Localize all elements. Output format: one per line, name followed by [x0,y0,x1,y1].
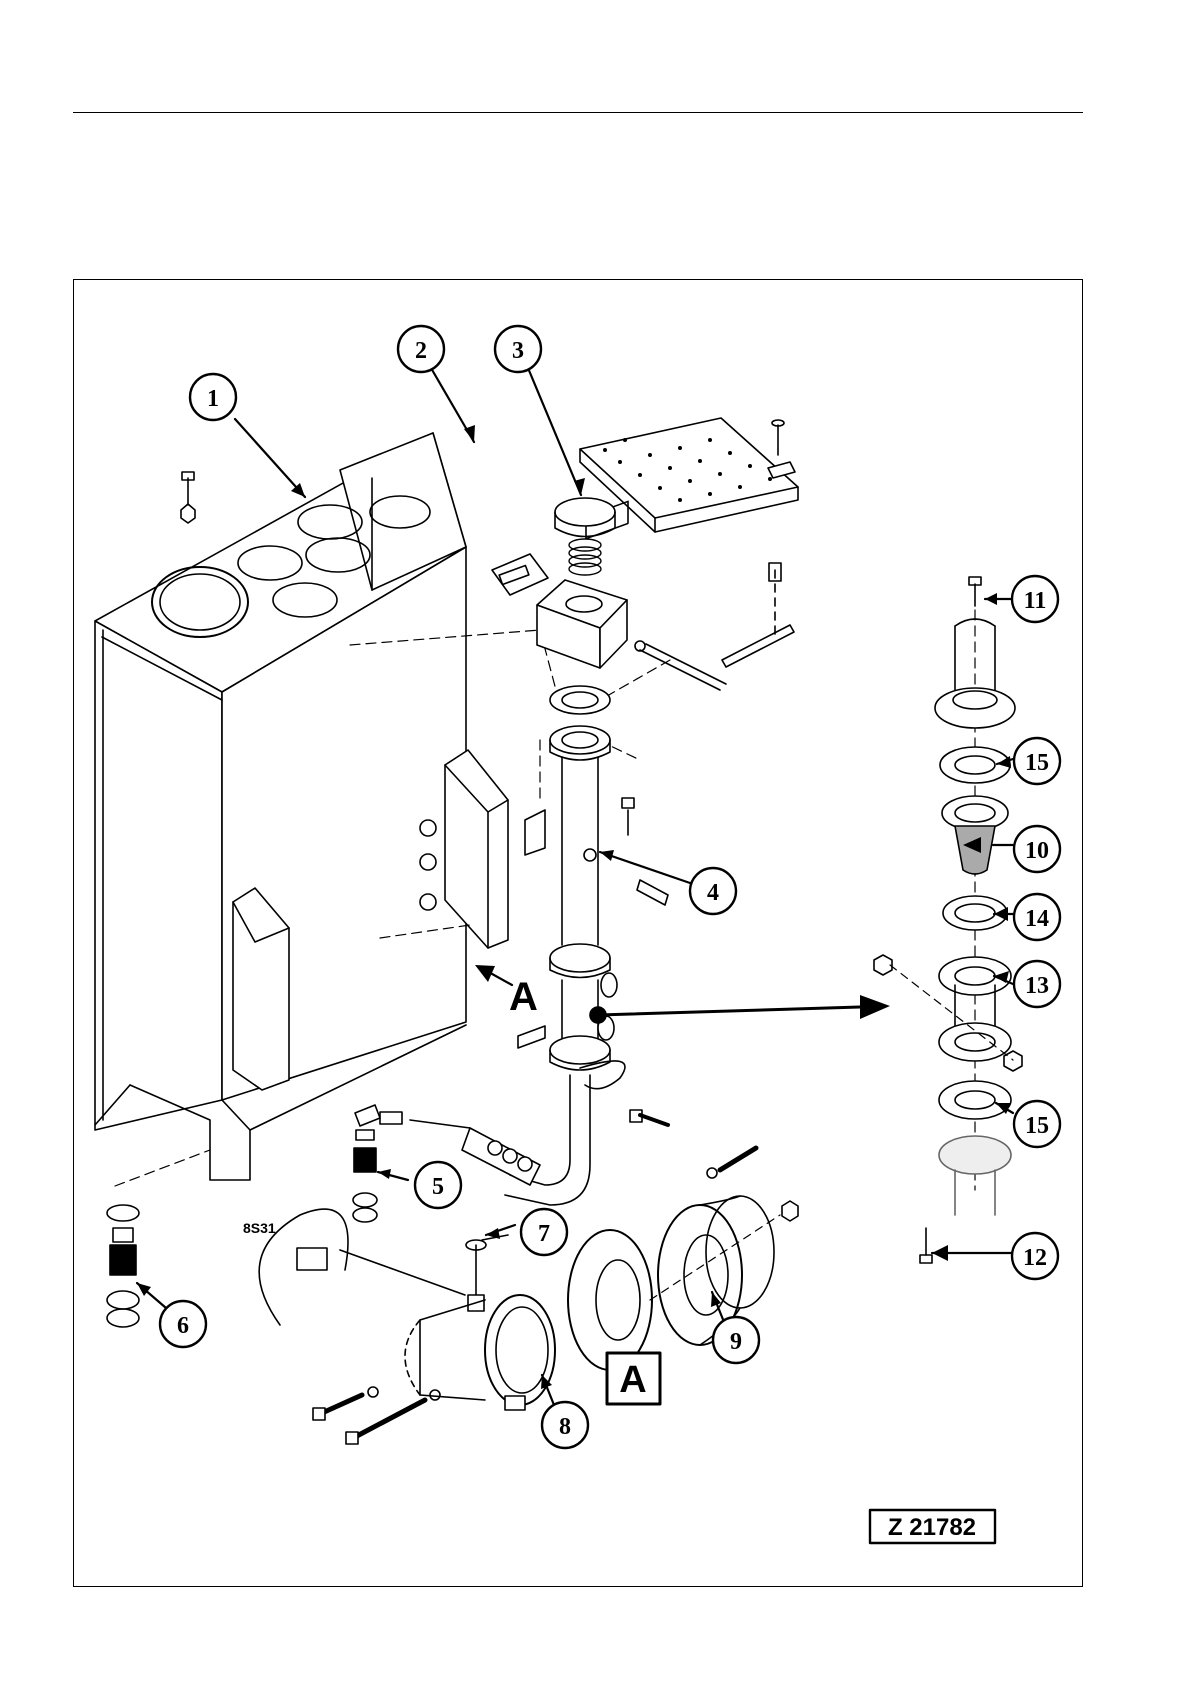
callout-11: 11 [1024,588,1047,614]
callout-4: 4 [707,880,719,906]
callout-15b: 15 [1025,1113,1049,1139]
callout-7: 7 [538,1221,550,1247]
callout-14: 14 [1025,906,1049,932]
callout-2: 2 [415,338,427,364]
callout-13: 13 [1025,973,1049,999]
callout-12: 12 [1023,1245,1047,1271]
view-marker-a: A [509,975,538,1019]
hydraulic-tank [95,433,975,1190]
drawing-id: Z 21782 [888,1514,976,1541]
strainer-stack [874,577,1022,1263]
callout-10: 10 [1025,838,1049,864]
callout-15: 15 [1025,750,1049,776]
fittings [107,1105,402,1327]
callout-3: 3 [512,338,524,364]
filter-head [492,418,798,690]
detail-a-view [259,1148,798,1444]
callout-5: 5 [432,1174,444,1200]
callout-6: 6 [177,1313,189,1339]
sensor-label: 8S31 [243,1220,276,1236]
callout-9: 9 [730,1329,742,1355]
callout-1: 1 [207,386,219,412]
callout-8: 8 [559,1414,571,1440]
detail-label-a: A [619,1359,646,1401]
